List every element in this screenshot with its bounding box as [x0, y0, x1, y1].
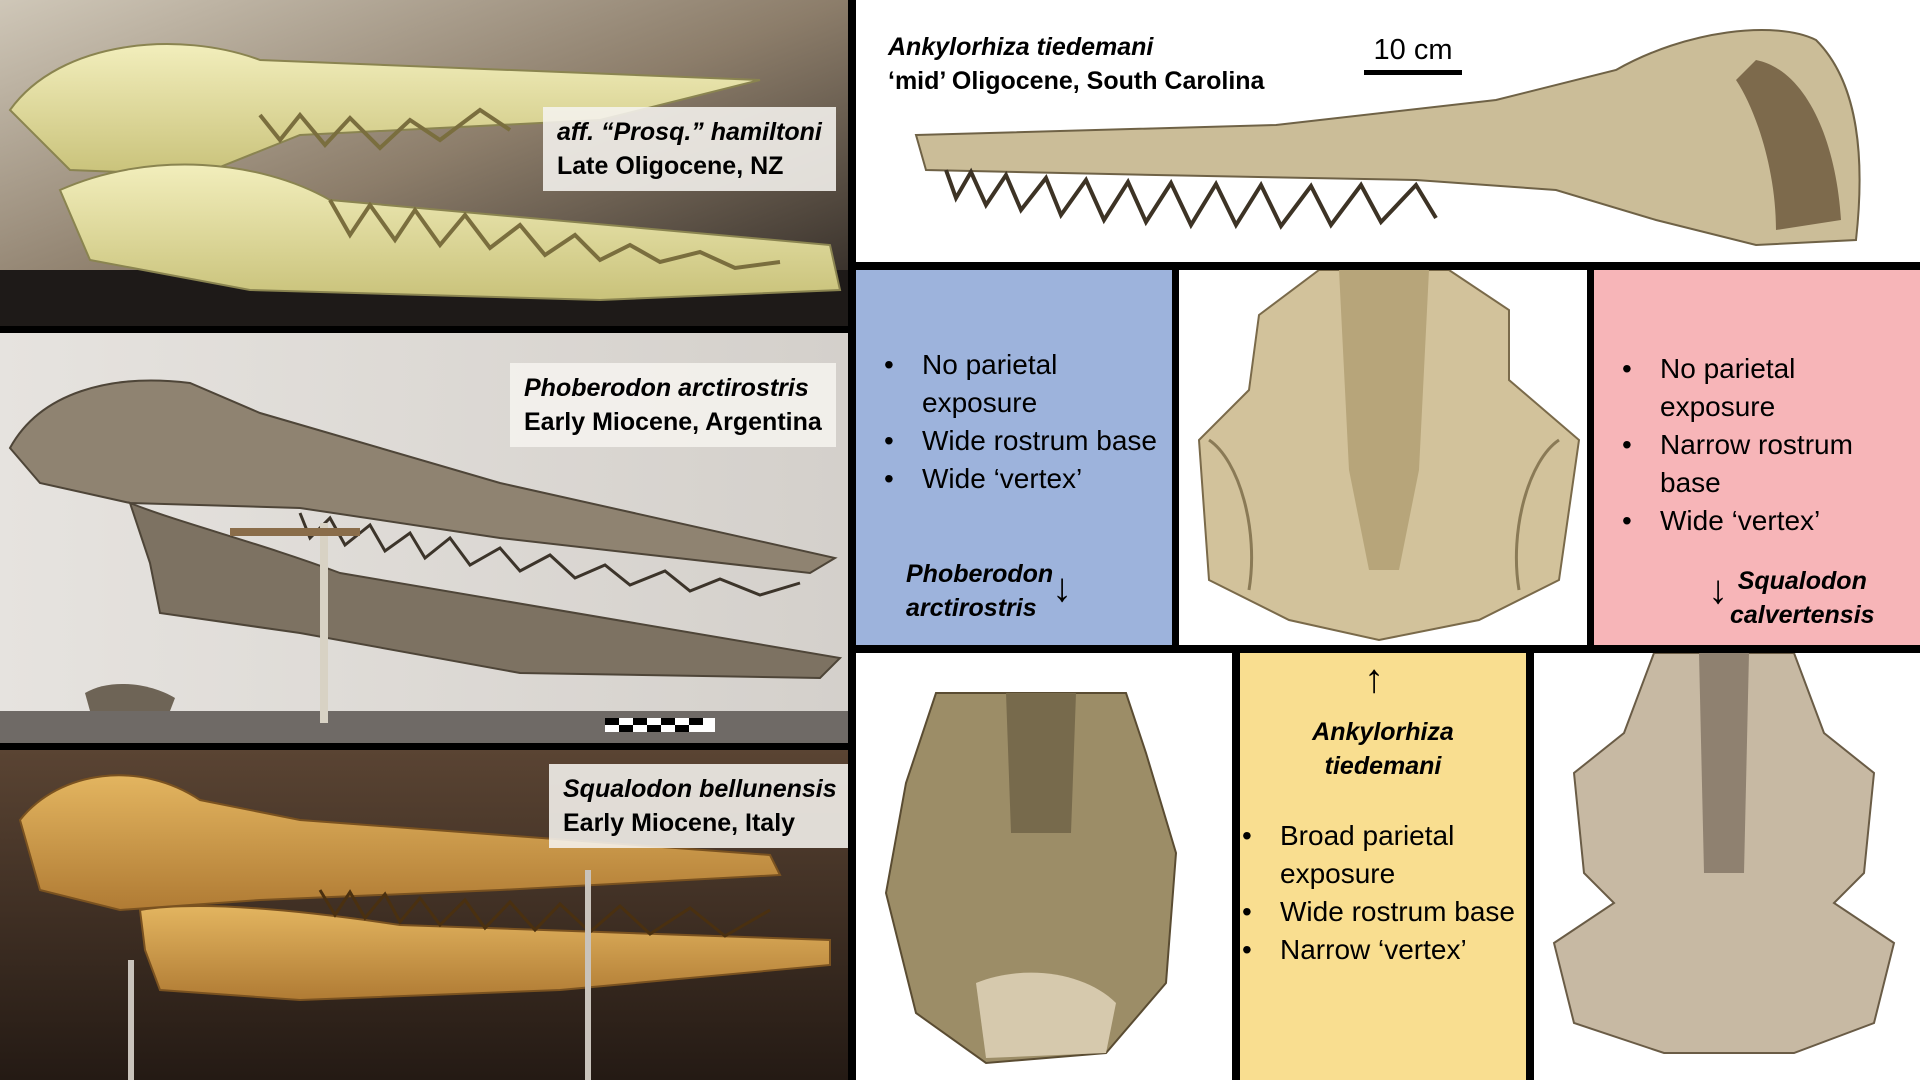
age-locality: Late Oligocene, NZ: [557, 152, 784, 180]
photo-panel-dorsal-phoberodon: [1179, 270, 1587, 645]
character-item: Wide rostrum base: [1240, 893, 1524, 931]
age-locality: Early Miocene, Argentina: [524, 408, 822, 436]
taxon-species: calvertensis: [1730, 601, 1875, 629]
arrow-down-icon: ↓: [1708, 568, 1728, 612]
character-item: No parietal exposure: [1614, 350, 1914, 426]
species-label-ankylorhiza: Ankylorhiza tiedemani ‘mid’ Oligocene, S…: [888, 30, 1264, 98]
label-phoberodon: Phoberodon arctirostris Early Miocene, A…: [510, 363, 836, 447]
taxon-label: Squalodon calvertensis: [1730, 564, 1875, 632]
taxon-genus: Ankylorhiza: [1312, 718, 1454, 746]
age-locality: Early Miocene, Italy: [563, 809, 796, 837]
character-item: No parietal exposure: [876, 346, 1166, 422]
label-squalodon-bellunensis: Squalodon bellunensis Early Miocene, Ita…: [549, 764, 848, 848]
photo-panel-phoberodon: Phoberodon arctirostris Early Miocene, A…: [0, 333, 848, 743]
species-name: Squalodon bellunensis: [563, 775, 837, 803]
age-locality: ‘mid’ Oligocene, South Carolina: [888, 67, 1265, 95]
character-box-squalodon-calvertensis: No parietal exposure Narrow rostrum base…: [1594, 270, 1920, 645]
character-item: Wide ‘vertex’: [1614, 502, 1914, 540]
character-box-ankylorhiza: ↑ Ankylorhiza tiedemani Broad parietal e…: [1240, 653, 1526, 1080]
character-item: Narrow ‘vertex’: [1240, 931, 1524, 969]
arrow-down-icon: ↓: [1052, 566, 1072, 610]
character-list: Broad parietal exposure Wide rostrum bas…: [1240, 817, 1524, 969]
character-item: Wide rostrum base: [876, 422, 1166, 460]
species-name: aff. “Prosq.” hamiltoni: [557, 118, 822, 146]
skull-dorsal-photo-ankylorhiza: [884, 692, 1178, 1065]
photo-panel-squalodon-bellunensis: Squalodon bellunensis Early Miocene, Ita…: [0, 750, 848, 1080]
skull-dorsal-photo-squalodon-calvertensis: [1552, 653, 1896, 1054]
taxon-species: arctirostris: [906, 594, 1037, 622]
photo-panel-ankylorhiza: Ankylorhiza tiedemani ‘mid’ Oligocene, S…: [856, 0, 1920, 262]
taxon-genus: Squalodon: [1737, 567, 1867, 595]
taxon-label: Ankylorhiza tiedemani: [1240, 715, 1526, 783]
taxon-label: Phoberodon arctirostris: [906, 557, 1053, 625]
arrow-up-icon: ↑: [1364, 657, 1384, 701]
label-hamiltoni: aff. “Prosq.” hamiltoni Late Oligocene, …: [543, 107, 836, 191]
character-item: Wide ‘vertex’: [876, 460, 1166, 498]
character-list: No parietal exposure Narrow rostrum base…: [1614, 350, 1914, 540]
character-list: No parietal exposure Wide rostrum base W…: [876, 346, 1166, 498]
character-item: Broad parietal exposure: [1240, 817, 1524, 893]
skull-photo-ankylorhiza: [914, 29, 1861, 247]
scale-line: [1364, 70, 1462, 75]
photo-panel-dorsal-squalodon-calvertensis: [1534, 653, 1920, 1080]
species-name: Phoberodon arctirostris: [524, 374, 809, 402]
photo-panel-hamiltoni: aff. “Prosq.” hamiltoni Late Oligocene, …: [0, 0, 848, 326]
skull-dorsal-photo-phoberodon: [1197, 270, 1581, 642]
character-item: Narrow rostrum base: [1614, 426, 1914, 502]
scale-bar: 10 cm: [1364, 32, 1462, 75]
skull-photo-squalodon-bellunensis: [0, 750, 848, 1080]
photo-panel-dorsal-ankylorhiza: [856, 653, 1232, 1080]
character-box-phoberodon: No parietal exposure Wide rostrum base W…: [856, 270, 1172, 645]
species-name: Ankylorhiza tiedemani: [888, 33, 1154, 61]
scale-label: 10 cm: [1373, 34, 1453, 66]
taxon-genus: Phoberodon: [906, 560, 1054, 588]
taxon-species: tiedemani: [1324, 752, 1442, 780]
